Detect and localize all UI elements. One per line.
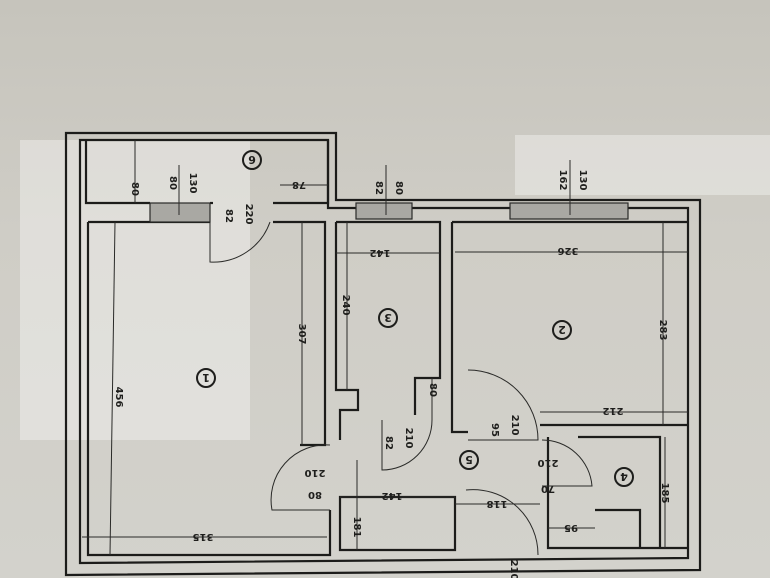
dim-recess: 80 xyxy=(427,383,438,397)
room-6-outline xyxy=(84,140,330,205)
dim-room3-height: 240 xyxy=(340,295,351,316)
dim-door-room2-w: 95 xyxy=(489,423,500,437)
window-2 xyxy=(355,202,413,220)
room-label-2: 2 xyxy=(552,320,572,340)
window-1 xyxy=(149,202,211,223)
outer-walls xyxy=(64,131,702,577)
dim-window1-h: 130 xyxy=(187,173,198,194)
dim-window3-h: 130 xyxy=(577,170,588,191)
svg-text:5: 5 xyxy=(465,453,473,466)
interior-walls xyxy=(86,220,688,557)
room-label-1: 1 xyxy=(196,368,216,388)
svg-text:2: 2 xyxy=(558,323,566,336)
dim-hall-width: 118 xyxy=(487,498,508,509)
dim-room5-width: 142 xyxy=(382,490,403,501)
dim-door-bath-w: 70 xyxy=(541,483,555,494)
dim-window2-w: 82 xyxy=(373,181,384,195)
watermark-right xyxy=(515,135,770,195)
dim-room5-height: 181 xyxy=(351,517,362,538)
dim-room1-width: 315 xyxy=(193,531,214,542)
room-label-4: 4 xyxy=(614,467,634,487)
svg-text:3: 3 xyxy=(384,311,392,324)
dim-window2-h: 80 xyxy=(393,181,404,195)
dimension-lines xyxy=(82,160,688,556)
dim-room3-width: 142 xyxy=(370,247,391,258)
dim-room2-height: 283 xyxy=(657,320,668,341)
dim-room2-width: 326 xyxy=(558,245,579,256)
room-label-3: 3 xyxy=(378,308,398,328)
svg-text:1: 1 xyxy=(202,371,210,384)
dim-door-balcony-w: 82 xyxy=(223,209,234,223)
dim-door-entry-h: 210 xyxy=(508,560,519,578)
dim-room4-width: 95 xyxy=(564,522,578,533)
window-3 xyxy=(509,202,629,220)
svg-text:4: 4 xyxy=(620,470,628,483)
dim-door-room1-w: 80 xyxy=(308,489,322,500)
dim-room1-height: 456 xyxy=(113,387,124,408)
dim-door-balcony-h: 220 xyxy=(243,204,254,225)
dim-door-room3-w: 82 xyxy=(383,436,394,450)
dim-door-room2-h: 210 xyxy=(509,415,520,436)
dim-window1-w: 80 xyxy=(167,176,178,190)
dim-room2-lower: 212 xyxy=(603,405,624,416)
dim-window3-w: 162 xyxy=(557,170,568,191)
room-label-5: 5 xyxy=(459,450,479,470)
dim-door-room3-h: 210 xyxy=(403,428,414,449)
dim-door-room1-h: 210 xyxy=(305,467,326,478)
dim-room4-height: 185 xyxy=(659,483,670,504)
dim-room6-depth: 80 xyxy=(129,182,140,196)
svg-text:6: 6 xyxy=(248,153,256,166)
door-swings xyxy=(209,221,593,556)
room-label-6: 6 xyxy=(242,150,262,170)
dim-room6-side: 78 xyxy=(292,179,306,190)
dim-door-bath-h: 210 xyxy=(538,457,559,468)
dim-room1-inner: 307 xyxy=(296,324,307,345)
